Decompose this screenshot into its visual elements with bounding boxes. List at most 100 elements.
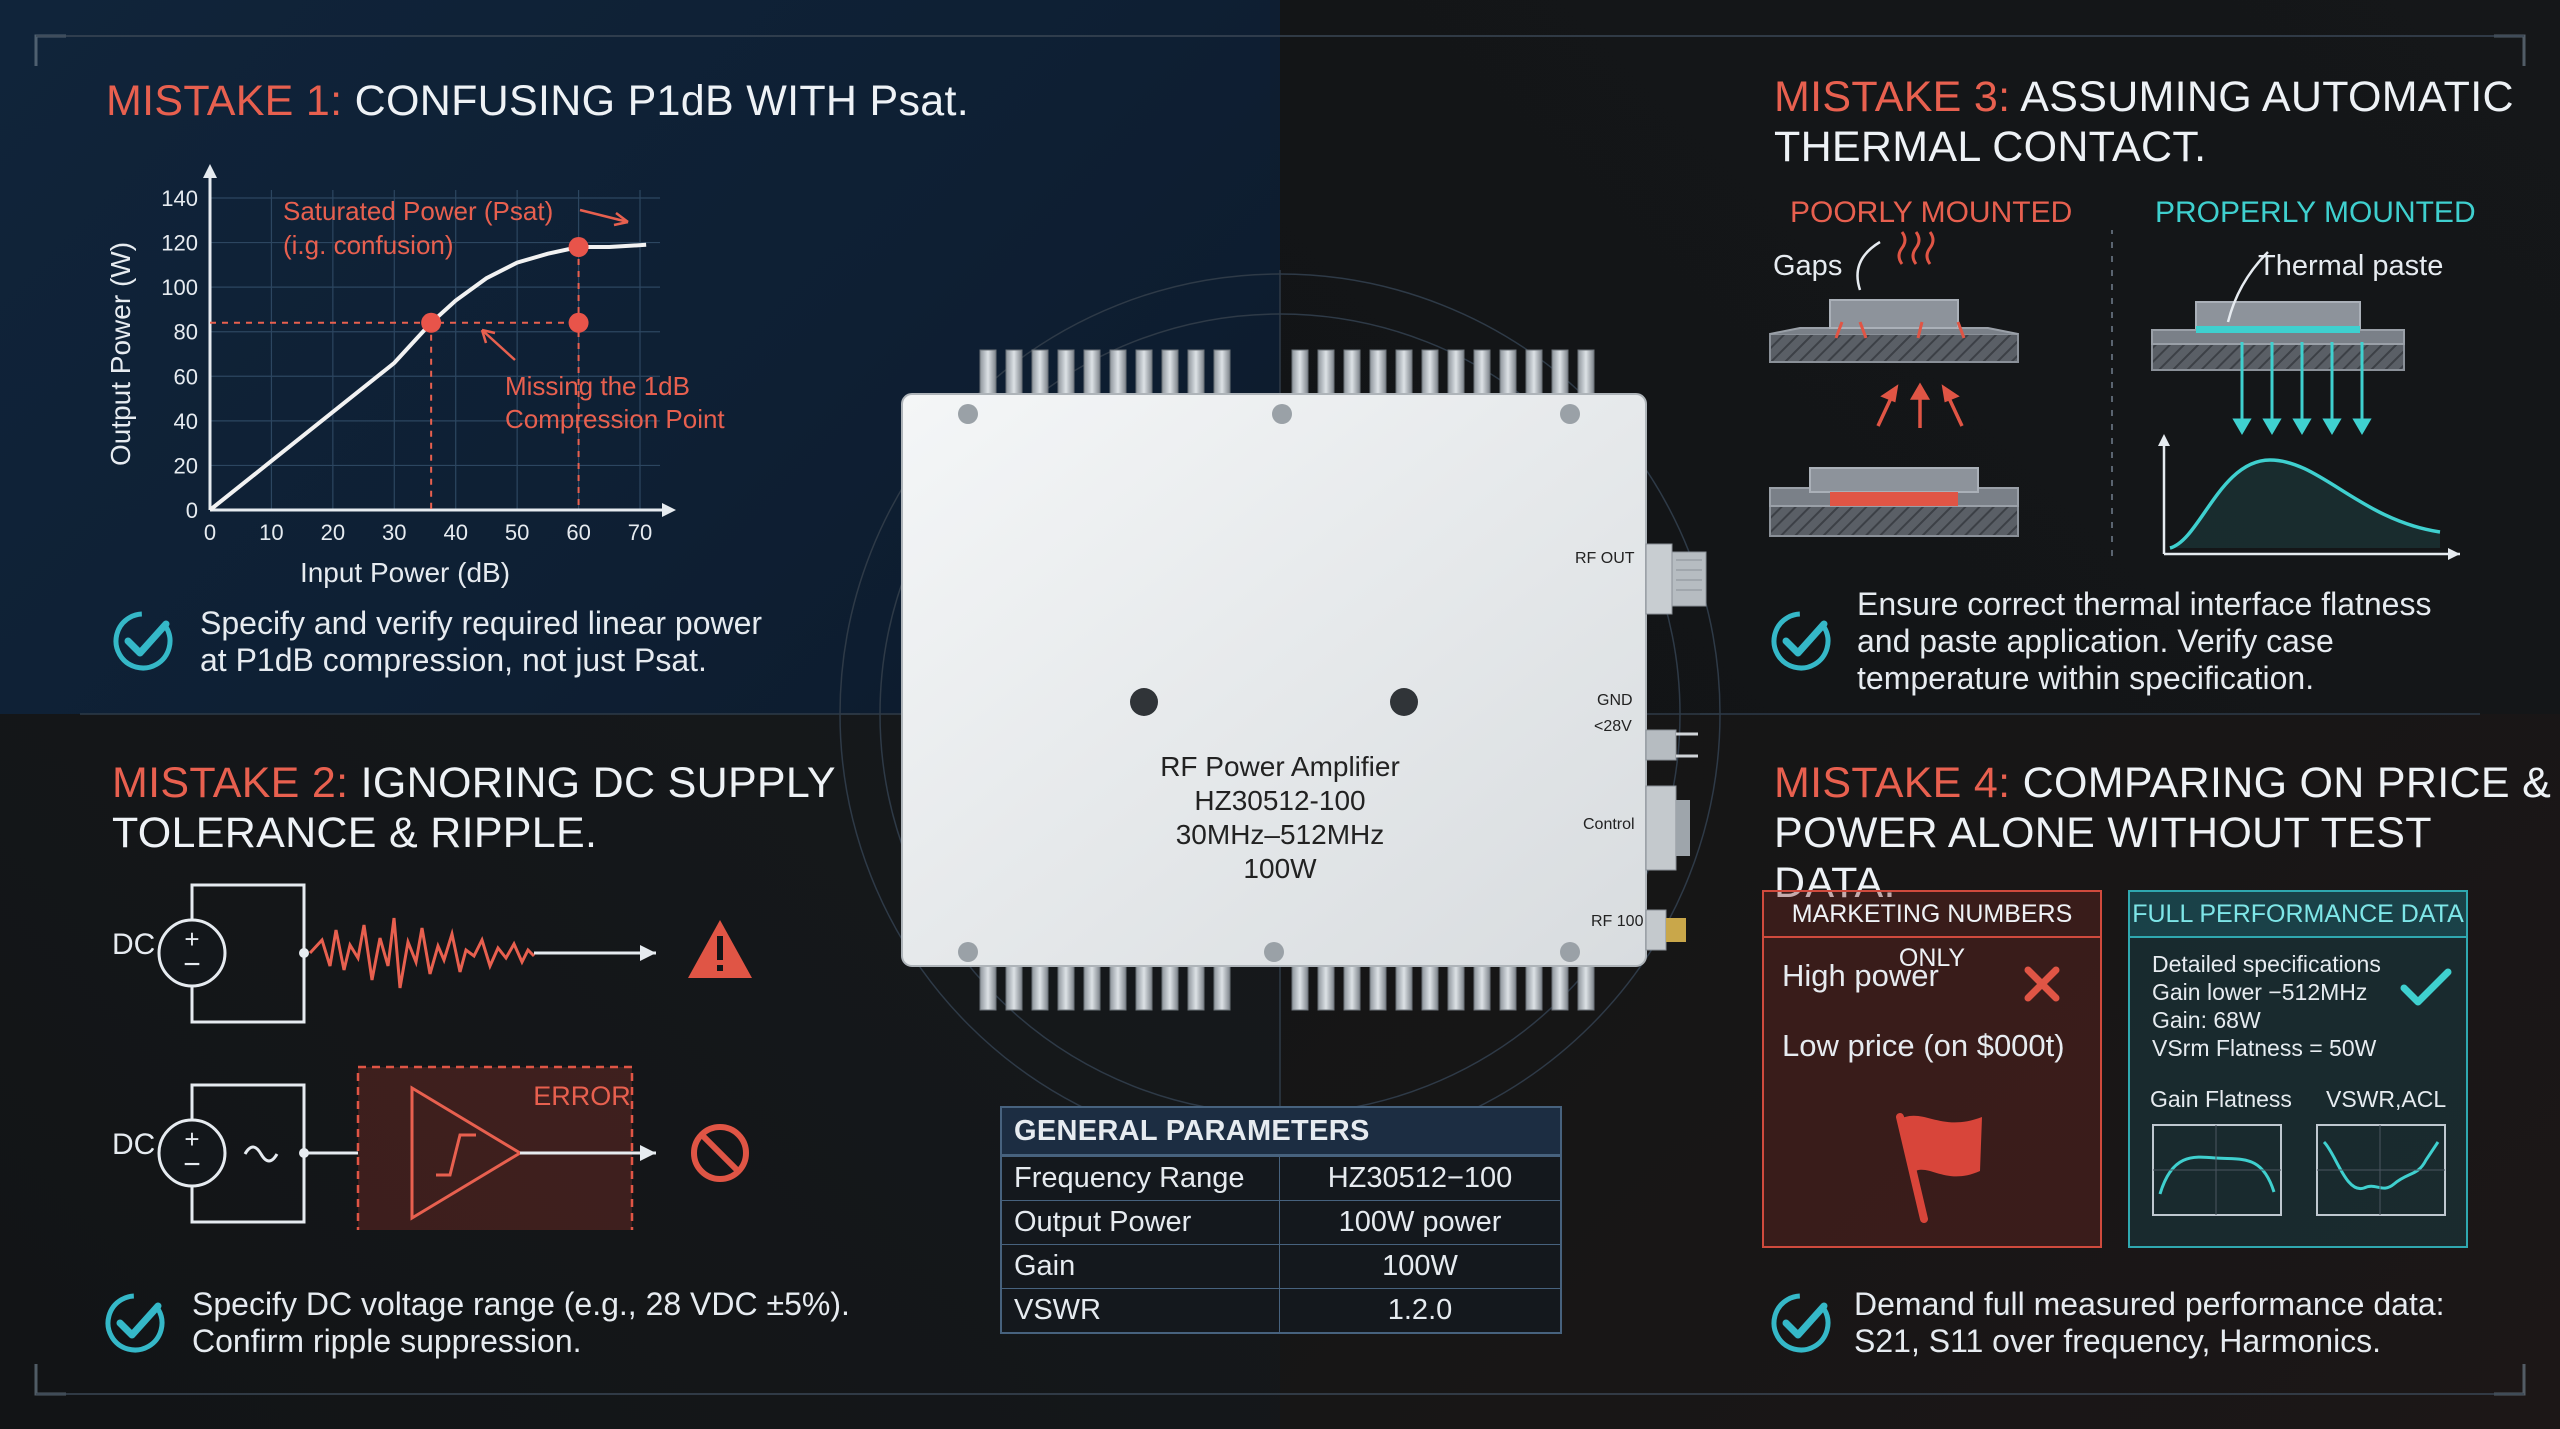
annotation-psat: Saturated Power (Psat) [283,196,553,226]
chart-marker-point [568,312,589,333]
port-rf-out-label: RF OUT [1575,550,1635,567]
gaps-label: Gaps [1773,250,1843,282]
amplifier-label-line4: 100W [1243,853,1317,884]
rf-100-connector-icon [1645,909,1686,951]
amplifier-label-line3: 30MHz–512MHz [1175,819,1385,850]
spec-line-2: Gain lower −512MHz [2152,979,2368,1005]
svg-text:+: + [184,1124,199,1154]
vswr-acl-mini-chart [2316,1124,2446,1216]
check-icon [1771,1293,1831,1353]
mistake-2-heading-line2: TOLERANCE & RIPPLE. [112,809,598,857]
marketing-item-low-price: Low price (on $000t) [1782,1028,2065,1063]
marketing-item-high-power: High power [1782,958,1939,993]
full-performance-header: FULL PERFORMANCE DATA [2130,892,2466,938]
chart-markers [421,237,589,333]
annotation-p1db-line2: Compression Point [505,404,725,434]
thermal-curve-graph [2158,434,2460,560]
table-cell-param: Frequency Range [1002,1157,1280,1200]
dc-source-icon-2 [157,1118,227,1188]
svg-text:−: − [183,1148,201,1181]
poor-mount-assembly-2 [1769,467,2019,537]
error-box [356,1065,634,1230]
x-tick-label: 70 [628,520,652,545]
mistake-2-tip-line2: Confirm ripple suppression. [192,1323,582,1359]
amplifier-body [901,393,1647,967]
warning-icon [688,920,752,978]
cross-icon [2024,966,2060,1002]
properly-mounted-label: PROPERLY MOUNTED [2155,196,2476,229]
full-performance-specs: Detailed specifications Gain lower −512M… [2152,950,2381,1062]
check-icon [113,611,173,671]
chart-marker-point [421,312,442,333]
mistake-2-prefix: MISTAKE 2: [112,759,349,807]
red-flag-icon [1896,1113,1982,1223]
p1db-arrow [481,329,516,361]
rf-amplifier-device [901,349,1707,1011]
y-tick-label: 100 [161,275,198,300]
mistake-4-tip-line1: Demand full measured performance data: [1854,1286,2445,1322]
mistake-3-heading-line1: ASSUMING AUTOMATIC [2020,73,2514,121]
x-tick-label: 10 [259,520,283,545]
table-cell-value: 100W [1382,1250,1458,1282]
y-tick-label: 20 [174,453,198,478]
y-axis-arrow [203,164,217,178]
x-tick-label: 30 [382,520,406,545]
ac-ripple-icon [243,1145,279,1163]
amplifier-label-line1: RF Power Amplifier [1160,751,1400,782]
table-row: VSWR 1.2.0 [1002,1288,1560,1332]
chart-guides [210,247,580,510]
mounting-holes [1130,688,1418,716]
amplifier-label: RF Power Amplifier HZ30512-100 30MHz–512… [1090,750,1470,886]
psat-arrow [579,208,629,224]
x-tick-label: 50 [505,520,529,545]
poor-mount-assembly [1769,231,2019,428]
table-cell-param: VSWR [1002,1289,1280,1332]
mistake-2-title: MISTAKE 2: IGNORING DC SUPPLY TOLERANCE … [112,758,836,858]
chart-marker-point [568,237,589,258]
mistake-4-heading-line1: COMPARING ON PRICE & [2022,759,2552,807]
prohibited-icon [691,1124,749,1182]
x-tick-label: 0 [204,520,216,545]
heatsink-fins-bottom [979,957,1595,1011]
spec-line-1: Detailed specifications [2152,951,2381,977]
amplifier-label-line2: HZ30512-100 [1194,785,1366,816]
amplifier-symbol-icon [410,1085,523,1221]
mistake-2-tip: Specify DC voltage range (e.g., 28 VDC ±… [192,1286,850,1360]
mistake-3-tip: Ensure correct thermal interface flatnes… [1857,586,2431,697]
y-tick-label: 0 [186,498,198,523]
mistake-3-heading-line2: THERMAL CONTACT. [1774,123,2207,171]
dc-ripple-diagram: DC + − DC + − ERROR [112,883,752,1230]
port-rf100-label: RF 100 [1591,913,1644,930]
gain-flatness-mini-chart [2152,1124,2282,1216]
mistake-1-tip-line1: Specify and verify required linear power [200,605,763,641]
marketing-numbers-panel: MARKETING NUMBERS ONLY High power Low pr… [1762,890,2102,1248]
mistake-3-prefix: MISTAKE 3: [1774,73,2011,121]
table-cell-param: Output Power [1002,1201,1280,1244]
mistake-1-title: MISTAKE 1: CONFUSING P1dB WITH Psat. [106,76,969,126]
annotation-psat-sub: (i.g. confusion) [283,230,454,260]
mistake-2-tip-line1: Specify DC voltage range (e.g., 28 VDC ±… [192,1286,850,1322]
control-connector-icon [1645,785,1690,871]
y-tick-label: 120 [161,231,198,256]
rf-out-connector-icon [1645,543,1707,615]
mistake-3-tip-line2: and paste application. Verify case [1857,623,2334,659]
table-cell-param: Gain [1002,1245,1280,1288]
y-axis-label: Output Power (W) [105,242,136,466]
table-cell-value: 100W power [1338,1206,1502,1238]
mistake-1-tip-line2: at P1dB compression, not just Psat. [200,642,707,678]
mistake-4-heading-line2: POWER ALONE WITHOUT TEST DATA. [1774,809,2432,907]
port-28v-label: <28V [1594,718,1632,735]
y-tick-label: 40 [174,409,198,434]
y-tick-label: 80 [174,320,198,345]
full-performance-panel: FULL PERFORMANCE DATA Detailed specifica… [2128,890,2468,1248]
spec-line-3: Gain: 68W [2152,1007,2261,1033]
spec-line-4: VSrm Flatness = 50W [2152,1035,2377,1061]
table-row: Output Power 100W power [1002,1200,1560,1244]
x-tick-label: 40 [443,520,467,545]
mistake-1-tip: Specify and verify required linear power… [200,605,762,679]
x-tick-label: 60 [566,520,590,545]
dc-label-top: DC [112,928,155,961]
heatsink-fins-top [979,349,1595,403]
